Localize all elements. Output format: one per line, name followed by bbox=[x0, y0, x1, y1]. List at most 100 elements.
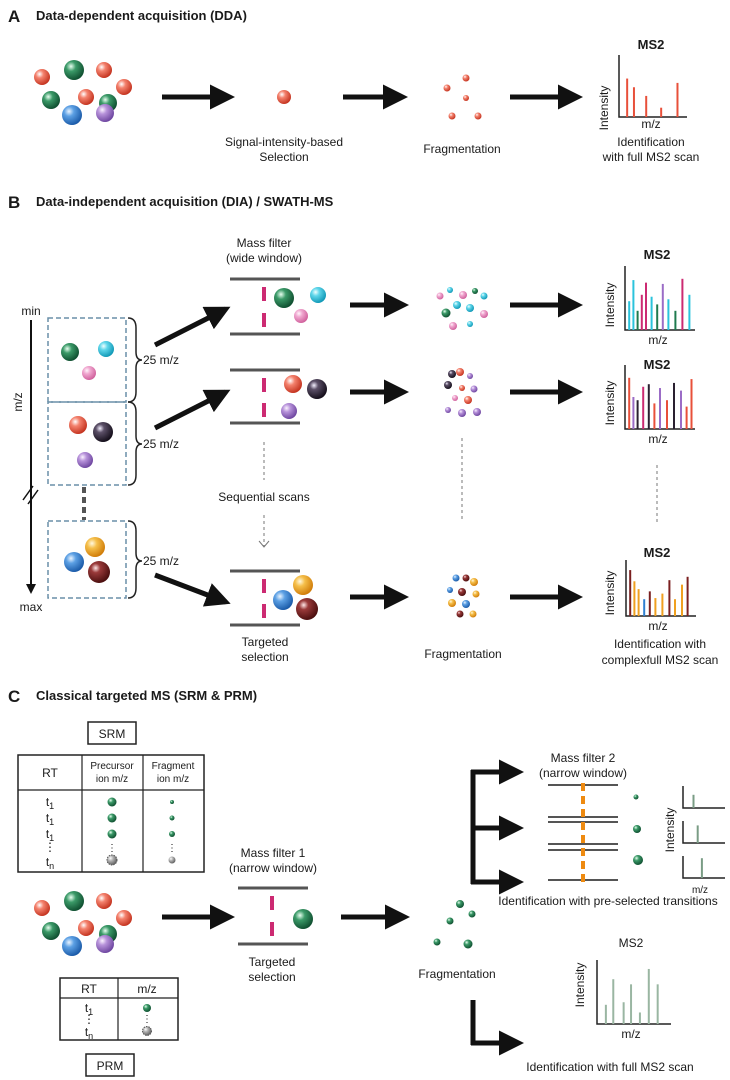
dia-targeted-label-2: selection bbox=[241, 650, 288, 664]
dia-mz-label-n: m/z bbox=[648, 619, 667, 633]
spectrum-axis bbox=[596, 960, 671, 1025]
dia-mass-filter-2 bbox=[230, 368, 327, 425]
dia-brace-2 bbox=[127, 401, 143, 486]
dia-arrow-window-n bbox=[154, 572, 231, 607]
dia-ms2-title-1: MS2 bbox=[644, 247, 671, 262]
dda-precursor-ions bbox=[34, 60, 132, 125]
mass-filter-1-label-1: Mass filter 1 bbox=[241, 846, 306, 860]
srm-row-precursor-ellipsis: ⋮ bbox=[107, 843, 117, 854]
spectrum-axis bbox=[682, 856, 725, 879]
prm-branch-arrow bbox=[470, 1000, 524, 1056]
dda-fragmentation-label: Fragmentation bbox=[423, 142, 500, 156]
dia-window-n-ions bbox=[64, 537, 110, 583]
prm-table bbox=[59, 977, 179, 1041]
prm-ms2-spectrum bbox=[596, 960, 671, 1025]
dda-ident-label-2: with full MS2 scan bbox=[602, 150, 700, 164]
targeted-selection-label-2: selection bbox=[248, 970, 295, 984]
srm-ident-label: Identification with pre-selected transit… bbox=[498, 894, 717, 908]
panel-a-letter: A bbox=[8, 7, 20, 26]
srm-header-precursor: Precursor bbox=[90, 761, 134, 772]
targeted-fragments bbox=[433, 900, 476, 949]
prm-row-mz-ellipsis: ⋮ bbox=[142, 1014, 152, 1025]
srm-row-fragment-ellipsis: ⋮ bbox=[167, 843, 177, 854]
prm-header-mz: m/z bbox=[137, 982, 156, 996]
dia-targeted-label-1: Targeted bbox=[242, 635, 289, 649]
dia-window-n bbox=[47, 520, 127, 599]
dia-fragments-2 bbox=[444, 368, 481, 417]
prm-header-rt: RT bbox=[81, 982, 97, 996]
dia-window-label-1: 25 m/z bbox=[143, 353, 179, 367]
dia-fragments-n bbox=[447, 574, 480, 618]
prm-ms2-title: MS2 bbox=[619, 936, 644, 950]
prm-row-rt-2: ⋮ bbox=[83, 1012, 95, 1026]
dia-ident-label-2: complexfull MS2 scan bbox=[602, 653, 719, 667]
targeted-selection-label-1: Targeted bbox=[249, 955, 296, 969]
dia-ident-label-1: Identification with bbox=[614, 637, 706, 651]
srm-header-rt: RT bbox=[42, 766, 58, 780]
dia-brace-1 bbox=[127, 317, 143, 403]
prm-mz-label: m/z bbox=[621, 1027, 640, 1041]
spectrum-axis bbox=[618, 55, 687, 118]
prm-intensity-label: Intensity bbox=[573, 963, 587, 1008]
prm-row-rt-1: t1 bbox=[85, 1001, 93, 1017]
spectrum-axis bbox=[682, 821, 725, 844]
dia-brace-n bbox=[127, 520, 143, 599]
srm-label-box bbox=[87, 721, 137, 745]
dda-intensity-label: Intensity bbox=[597, 86, 611, 131]
dia-sequential-label: Sequential scans bbox=[218, 490, 309, 504]
dia-ms2-spectrum-2 bbox=[624, 365, 695, 430]
dda-fragments bbox=[443, 74, 482, 120]
srm-branch-arrows bbox=[470, 759, 524, 895]
mass-filter-1-label-2: (narrow window) bbox=[229, 861, 317, 875]
dda-ms2-title: MS2 bbox=[638, 37, 665, 52]
srm-transition-spectra bbox=[682, 786, 725, 879]
panel-b-letter: B bbox=[8, 193, 20, 212]
dia-ms2-spectrum-n bbox=[625, 560, 696, 617]
dia-intensity-label-2: Intensity bbox=[603, 381, 617, 426]
dia-window-2-ions bbox=[69, 416, 113, 468]
dia-window-1-ions bbox=[61, 341, 114, 380]
dda-ident-label-1: Identification bbox=[617, 135, 684, 149]
srm-header-fragment-mz: ion m/z bbox=[157, 774, 189, 785]
panel-a-title: Data-dependent acquisition (DDA) bbox=[36, 8, 247, 23]
dia-window-label-2: 25 m/z bbox=[143, 437, 179, 451]
dia-mass-filter-1 bbox=[230, 277, 326, 336]
dia-mass-filter-label-2: (wide window) bbox=[226, 251, 302, 265]
dia-ms2-title-n: MS2 bbox=[644, 545, 671, 560]
dia-ms2-title-2: MS2 bbox=[644, 357, 671, 372]
dda-ms2-spectrum bbox=[618, 55, 687, 118]
prm-ident-label: Identification with full MS2 scan bbox=[526, 1060, 693, 1074]
srm-table bbox=[17, 754, 205, 873]
dia-fragmentation-label: Fragmentation bbox=[424, 647, 501, 661]
dia-mass-filter-n bbox=[230, 569, 318, 627]
dia-intensity-label-1: Intensity bbox=[603, 283, 617, 328]
dda-selected-ion bbox=[277, 90, 291, 104]
dia-ms2-spectrum-1 bbox=[624, 266, 695, 331]
spectrum-axis bbox=[682, 786, 725, 809]
dia-window-1 bbox=[47, 317, 127, 403]
dia-axis-label: m/z bbox=[11, 392, 25, 411]
spectrum-axis bbox=[624, 266, 695, 331]
dia-mz-label-1: m/z bbox=[648, 333, 667, 347]
prm-label: PRM bbox=[97, 1059, 124, 1073]
prm-row-rt-3: tn bbox=[85, 1025, 93, 1041]
spectrum-axis bbox=[625, 560, 696, 617]
dia-window-2 bbox=[47, 401, 127, 486]
dia-mass-filter-label-1: Mass filter bbox=[237, 236, 292, 250]
srm-header-fragment: Fragment bbox=[152, 761, 195, 772]
dia-sequential-arrowhead bbox=[258, 540, 270, 548]
dia-mz-axis bbox=[22, 320, 39, 594]
dia-window-label-n: 25 m/z bbox=[143, 554, 179, 568]
srm-row-rt-4: ⋮ bbox=[44, 840, 56, 854]
mass-filter-2-label-1: Mass filter 2 bbox=[551, 751, 616, 765]
mass-filter-2 bbox=[548, 783, 643, 882]
dda-mz-label: m/z bbox=[641, 117, 660, 131]
dda-selection-label-2: Selection bbox=[259, 150, 308, 164]
dda-selection-label-1: Signal-intensity-based bbox=[225, 135, 343, 149]
srm-row-rt-2: t1 bbox=[46, 811, 54, 827]
dia-mz-label-2: m/z bbox=[648, 432, 667, 446]
dia-fragments-1 bbox=[436, 287, 488, 330]
srm-row-rt-1: t1 bbox=[46, 795, 54, 811]
srm-header-precursor-mz: ion m/z bbox=[96, 774, 128, 785]
panel-b-title: Data-independent acquisition (DIA) / SWA… bbox=[36, 194, 334, 209]
